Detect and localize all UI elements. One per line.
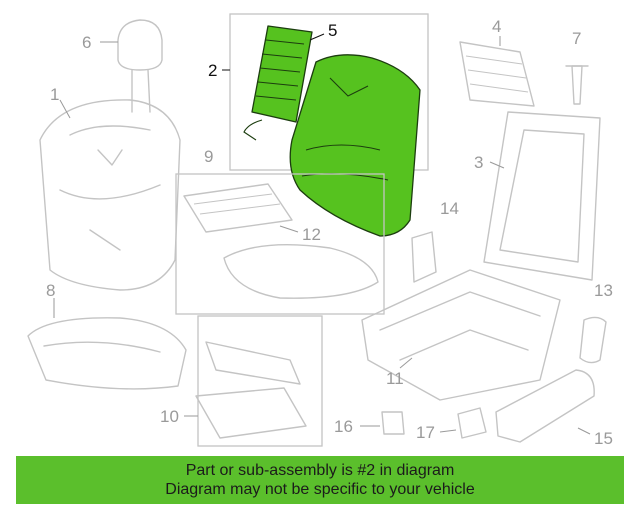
- part-7-clip[interactable]: [565, 65, 589, 105]
- callout-3[interactable]: 3: [474, 153, 483, 172]
- part-14-bracket[interactable]: [411, 231, 437, 283]
- callout-16[interactable]: 16: [334, 417, 353, 436]
- leader-3: [489, 161, 505, 169]
- part-10-cushion-frame[interactable]: [195, 341, 307, 439]
- part-4-wire-frame[interactable]: [459, 41, 535, 107]
- part-13-trim[interactable]: [579, 316, 607, 364]
- info-banner: Part or sub-assembly is #2 in diagram Di…: [16, 456, 624, 504]
- part-5-heater-mat[interactable]: [243, 25, 313, 141]
- callout-1[interactable]: 1: [50, 85, 59, 104]
- callout-9[interactable]: 9: [204, 147, 213, 166]
- part-11-seat-track[interactable]: [361, 269, 561, 401]
- leader-17: [439, 429, 457, 433]
- callout-10[interactable]: 10: [160, 407, 179, 426]
- callout-14[interactable]: 14: [440, 199, 459, 218]
- leader-12: [279, 225, 299, 233]
- part-8-seat-cushion[interactable]: [27, 317, 187, 390]
- part-16-clip[interactable]: [381, 411, 405, 435]
- part-1-seat-back[interactable]: [39, 99, 181, 291]
- part-6-headrest[interactable]: [117, 19, 163, 113]
- callout-11[interactable]: 11: [386, 369, 404, 388]
- callout-12[interactable]: 12: [302, 225, 321, 244]
- callout-8[interactable]: 8: [46, 281, 55, 300]
- callout-5[interactable]: 5: [328, 21, 337, 40]
- callout-17[interactable]: 17: [416, 423, 435, 442]
- part-17-switch[interactable]: [457, 407, 487, 439]
- part-15-shield[interactable]: [495, 369, 595, 443]
- leader-11: [399, 357, 413, 369]
- part-2-seat-back-cover[interactable]: [289, 54, 421, 237]
- leader-1: [59, 99, 71, 119]
- group-9-box: [175, 173, 385, 315]
- group-10-box: [197, 315, 323, 447]
- callout-13[interactable]: 13: [594, 281, 613, 300]
- leader-15: [577, 427, 591, 435]
- leader-5: [309, 33, 325, 41]
- part-9-cushion-heater[interactable]: [183, 183, 293, 233]
- callout-15[interactable]: 15: [594, 429, 613, 448]
- callout-7[interactable]: 7: [572, 29, 581, 48]
- part-3-seat-back-frame[interactable]: [483, 111, 601, 281]
- callout-6[interactable]: 6: [82, 33, 91, 52]
- callout-2[interactable]: 2: [208, 61, 217, 80]
- banner-line-1: Part or sub-assembly is #2 in diagram: [185, 462, 455, 479]
- part-9-cushion-cover[interactable]: [223, 243, 379, 299]
- banner-line-2: Diagram may not be specific to your vehi…: [165, 481, 475, 498]
- callout-4[interactable]: 4: [492, 17, 501, 36]
- seat-exploded-diagram: 6 1 2 5 4 7 3: [27, 13, 613, 448]
